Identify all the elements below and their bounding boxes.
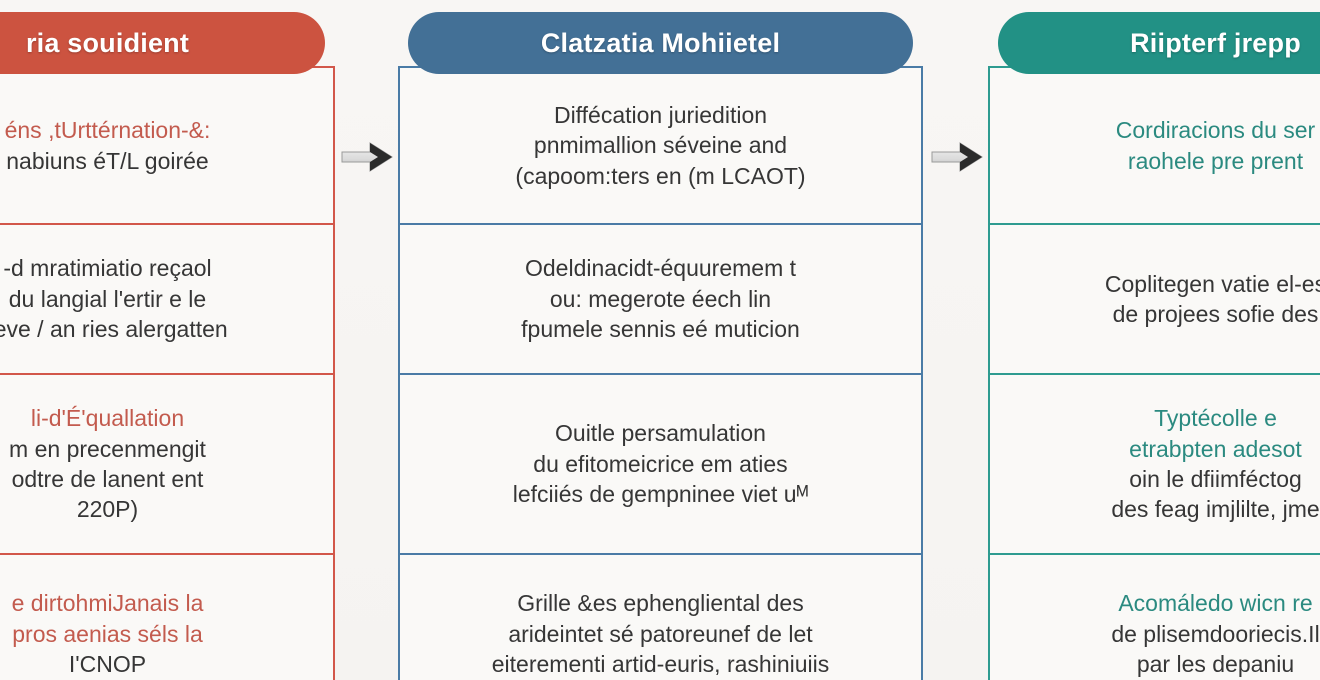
stage-1-row-3-line-3: odtre de lanent ent: [11, 466, 204, 492]
stage-2-row-2-line-3: fpumele sennis eé muticion: [521, 316, 800, 343]
stage-1-row-2-line-2: du langial l'ertir e le: [8, 285, 207, 312]
stage-3-row-3: Typtécolle e etrabpten adesot oin le dfi…: [990, 373, 1320, 553]
stage-3-row-3-line-3: oin le dfiimféctog: [1129, 466, 1302, 492]
stage-2-row-2-line-2: ou: megerote éech lin: [549, 285, 772, 312]
stage-2-row-3-line-1: Ouitle persamulation: [555, 420, 766, 447]
stage-3-row-2-line-2: de projees sofie des: [1112, 301, 1319, 327]
stage-1-body: éns ,tUrttérnation-&: nabiuns éT/L goiré…: [0, 66, 335, 680]
stage-1-row-4-line-3: I'CNOP: [68, 651, 147, 678]
stage-1-row-3-line-1: li-d'É'quallation: [30, 405, 185, 432]
stage-3-body: Cordiracions du ser raohele pre prent Co…: [988, 66, 1320, 680]
stage-2-row-4-line-1: Grille &es ephengliental des: [517, 590, 804, 617]
stage-2-row-4-line-2: arideintet sé patoreunef de let: [508, 620, 813, 647]
stage-2-row-3: Ouitle persamulation du efitomeicrice em…: [400, 373, 921, 553]
stage-1-row-2-line-3: feve / an ries alergatten: [0, 316, 228, 343]
stage-1-row-3-line-2: m en precenmengit: [9, 435, 206, 462]
stage-3-row-3-line-4: des feag imjlilte, jme: [1111, 496, 1320, 523]
stage-2-row-1-line-3: (capoom:ters en (m LCAOT): [515, 162, 806, 189]
stage-1-row-1-line-2: nabiuns éT/L goirée: [6, 147, 209, 174]
stage-1-header: ria souidient: [0, 12, 325, 74]
stage-3-row-2: Coplitegen vatie el-es de projees sofie …: [990, 223, 1320, 373]
stage-3-row-1-line-2: raohele pre prent: [1127, 147, 1304, 174]
stage-2-row-4: Grille &es ephengliental des arideintet …: [400, 553, 921, 680]
stage-3-row-2-line-1: Coplitegen vatie el-es: [1104, 270, 1320, 297]
stage-2-row-2: Odeldinacidt-équuremem t ou: megerote ée…: [400, 223, 921, 373]
stage-2-body: Diffécation juriedition pnmimallion séve…: [398, 66, 923, 680]
stage-3-row-4: Acomáledo wicn re de plisemdooriecis.Il …: [990, 553, 1320, 680]
process-stage-1: ria souidient éns ,tUrttérnation-&: nabi…: [0, 0, 335, 680]
stage-3-row-1-line-1: Cordiracions du ser: [1115, 117, 1316, 144]
stage-2-row-3-line-3: lefciiés de gempninee viet uᴹ: [512, 481, 809, 508]
stage-1-row-3: li-d'É'quallation m en precenmengit odtr…: [0, 373, 333, 553]
stage-2-row-2-line-1: Odeldinacidt-équuremem t: [524, 255, 797, 282]
stage-3-row-4-line-1: Acomáledo wicn re: [1118, 590, 1313, 617]
stage-2-row-1-line-2: pnmimallion séveine and: [533, 132, 788, 159]
stage-3-row-4-line-3: par les depaniu: [1136, 651, 1295, 678]
stage-2-row-4-line-3: eiterementi artid-euris, rashiniuiis: [491, 651, 830, 678]
stage-2-row-1: Diffécation juriedition pnmimallion séve…: [400, 68, 921, 223]
stage-1-row-2-line-1: ‑d mratimiatio reçaol: [3, 255, 212, 282]
stage-3-row-4-line-2: de plisemdooriecis.Il: [1111, 620, 1320, 647]
arrow-stage1-to-stage2-icon: [340, 140, 396, 174]
stage-1-row-4-line-2: pros aenias séls la: [12, 620, 203, 647]
process-stage-2: Clatzatia Mohiietel Diffécation juriedit…: [398, 0, 923, 680]
stage-1-row-1-line-1: éns ,tUrttérnation-&:: [4, 117, 211, 144]
stage-3-row-1: Cordiracions du ser raohele pre prent: [990, 68, 1320, 223]
stage-2-row-3-line-2: du efitomeicrice em aties: [533, 450, 788, 477]
stage-2-row-1-line-1: Diffécation juriedition: [553, 101, 768, 128]
arrow-stage2-to-stage3-icon: [930, 140, 986, 174]
stage-1-row-4: e dirtohmiJanais la pros aenias séls la …: [0, 553, 333, 680]
stage-1-row-4-line-1: e dirtohmiJanais la: [11, 590, 204, 617]
stage-1-row-2: ‑d mratimiatio reçaol du langial l'ertir…: [0, 223, 333, 373]
stage-3-row-3-line-2: etrabpten adesot: [1129, 435, 1302, 462]
stage-3-row-3-line-1: Typtécolle e: [1154, 405, 1277, 432]
stage-3-header: Riipterf jrepp: [998, 12, 1320, 74]
stage-1-row-1: éns ,tUrttérnation-&: nabiuns éT/L goiré…: [0, 68, 333, 223]
process-stage-3: Riipterf jrepp Cordiracions du ser raohe…: [988, 0, 1320, 680]
stage-1-row-3-line-4: 220P): [76, 496, 139, 523]
stage-2-header: Clatzatia Mohiietel: [408, 12, 913, 74]
